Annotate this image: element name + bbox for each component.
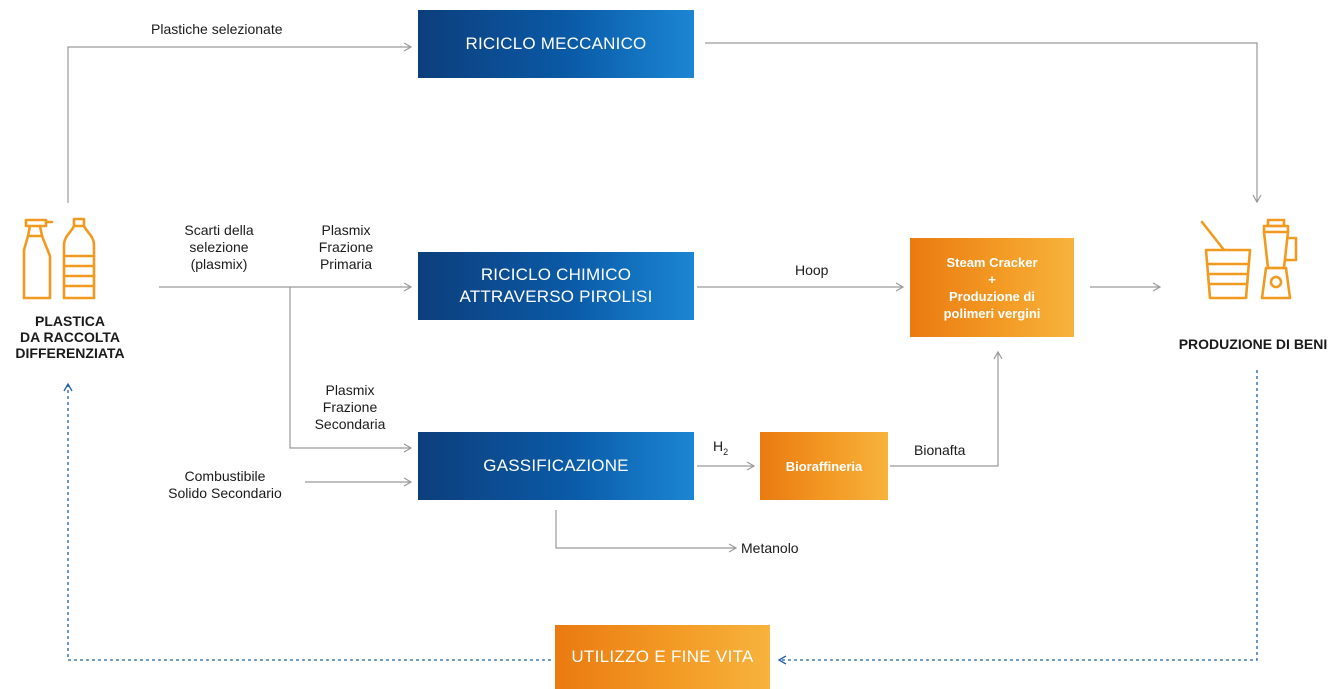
arrow-to-gasification bbox=[289, 287, 413, 453]
box-mechanical-label: RICICLO MECCANICO bbox=[465, 34, 647, 53]
box-end-of-life-label: UTILIZZO E FINE VITA bbox=[571, 647, 754, 666]
box-chemical-label: RICICLO CHIMICO ATTRAVERSO PIROLISI bbox=[459, 265, 653, 306]
arrow-mechanical-to-goods bbox=[705, 42, 1262, 204]
arrow-methanol bbox=[555, 510, 738, 553]
box-end-of-life: UTILIZZO E FINE VITA bbox=[555, 625, 770, 689]
arrow-bionaphtha bbox=[890, 350, 1003, 467]
goods-label: PRODUZIONE DI BENI bbox=[1178, 336, 1328, 352]
label-plasmix-secondary: Plasmix Frazione Secondaria bbox=[314, 382, 386, 432]
blender-icon bbox=[1260, 218, 1298, 300]
dashed-end-of-life-to-source bbox=[63, 382, 551, 661]
label-plasmix-primary: Plasmix Frazione Primaria bbox=[318, 222, 374, 272]
label-methanol: Metanolo bbox=[741, 540, 799, 556]
box-biorefinery-label: Bioraffineria bbox=[785, 458, 863, 474]
box-steam-cracker-label: Steam Cracker + Produzione di polimeri v… bbox=[943, 254, 1041, 321]
label-h2-base: H bbox=[713, 438, 724, 454]
box-chemical-recycling: RICICLO CHIMICO ATTRAVERSO PIROLISI bbox=[418, 252, 694, 320]
dashed-goods-to-end-of-life bbox=[777, 370, 1258, 665]
label-css-fuel: Combustibile Solido Secondario bbox=[168, 468, 282, 501]
drink-cup-icon bbox=[1200, 220, 1252, 300]
spray-bottle-icon bbox=[22, 218, 54, 300]
label-h2-sub: 2 bbox=[723, 446, 729, 457]
box-biorefinery: Bioraffineria bbox=[760, 432, 888, 500]
plastic-bottle-icon bbox=[62, 217, 96, 300]
label-h2: H2 bbox=[713, 438, 728, 461]
label-sorting-waste: Scarti della selezione (plasmix) bbox=[184, 222, 254, 272]
box-gasification-label: GASSIFICAZIONE bbox=[483, 456, 629, 475]
source-label: PLASTICA DA RACCOLTA DIFFERENZIATA bbox=[15, 313, 125, 361]
label-bionaphtha: Bionafta bbox=[914, 442, 966, 458]
goods-icons bbox=[1198, 216, 1308, 302]
box-mechanical-recycling: RICICLO MECCANICO bbox=[418, 10, 694, 78]
box-steam-cracker: Steam Cracker + Produzione di polimeri v… bbox=[910, 238, 1074, 337]
label-hoop: Hoop bbox=[795, 262, 829, 278]
label-sorted-plastics: Plastiche selezionate bbox=[151, 21, 283, 37]
source-icons bbox=[22, 216, 114, 302]
arrow-to-mechanical bbox=[67, 42, 413, 203]
box-gasification: GASSIFICAZIONE bbox=[418, 432, 694, 500]
